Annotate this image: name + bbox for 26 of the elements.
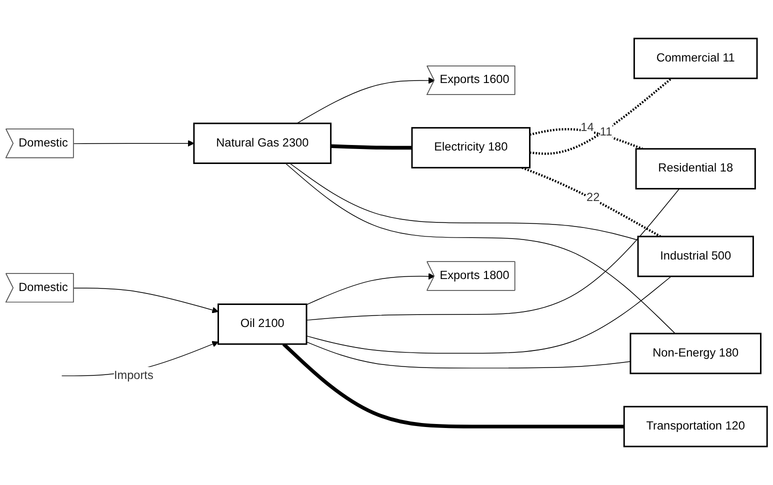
edge-label: Imports — [114, 369, 154, 382]
connector — [285, 162, 676, 334]
connector — [530, 128, 644, 150]
connector — [306, 276, 672, 354]
node-box: Residential 18 — [635, 148, 756, 190]
edge-label: 11 — [600, 126, 612, 138]
node-box: Non-Energy 180 — [630, 332, 762, 374]
connector — [530, 78, 672, 155]
connector — [330, 144, 412, 150]
arrow — [306, 273, 435, 306]
connector — [522, 166, 662, 238]
arrow — [73, 140, 194, 147]
node-box: Transportation 120 — [623, 406, 768, 448]
connector — [306, 188, 680, 321]
arrow — [296, 77, 435, 124]
node-box: Commercial 11 — [633, 38, 758, 80]
connector — [289, 162, 638, 240]
node-box: Natural Gas 2300 — [193, 122, 332, 164]
edge-label: 14 — [580, 121, 594, 134]
connector — [306, 342, 631, 368]
edge-label: 22 — [586, 192, 600, 204]
node-box: Electricity 180 — [411, 127, 531, 168]
node-box: Industrial 500 — [637, 236, 754, 278]
connector — [282, 342, 624, 428]
node-box: Oil 2100 — [218, 303, 308, 345]
arrow — [73, 288, 219, 314]
